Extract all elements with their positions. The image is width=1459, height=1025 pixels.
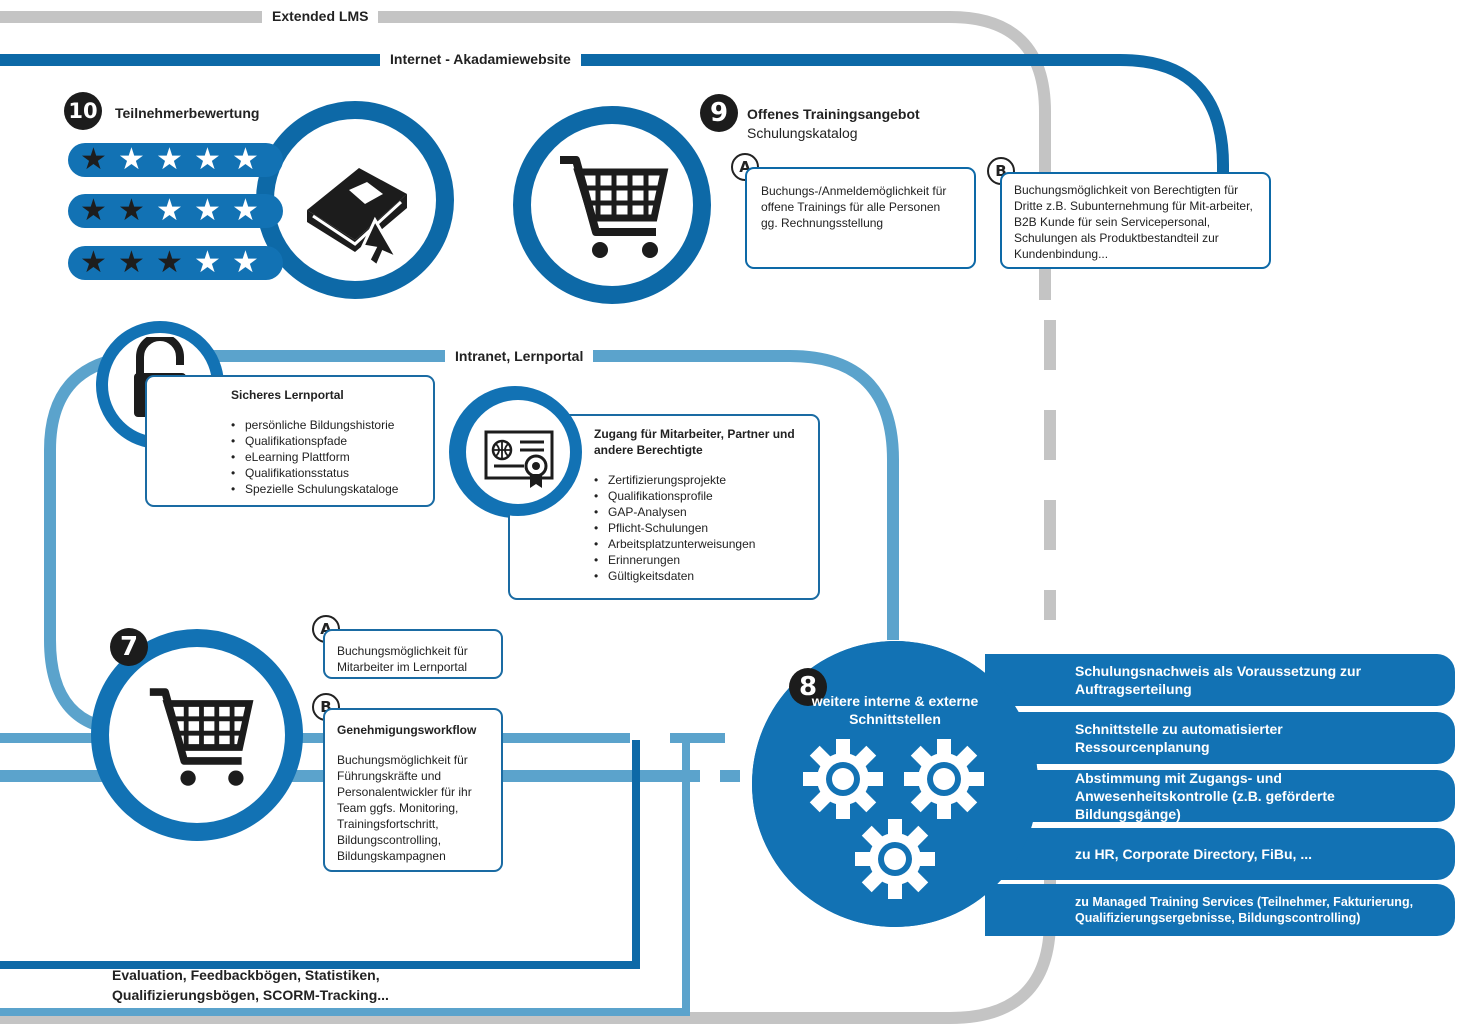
star-icon: ★ <box>80 142 107 177</box>
interface-panel-5: zu Managed Training Services (Teilnehmer… <box>985 884 1455 936</box>
list-item: Gültigkeitsdaten <box>594 568 804 584</box>
rating-bar-2 <box>68 194 283 228</box>
s10-title: Teilnehmerbewertung <box>115 105 260 121</box>
star-icon: ★ <box>232 245 259 280</box>
s7-b-text: Buchungsmöglichkeit für Führungskräfte u… <box>337 753 472 863</box>
shopping-cart-icon <box>560 156 669 258</box>
gear-icon <box>854 818 936 905</box>
star-icon: ★ <box>118 245 145 280</box>
step-number-10: 10 <box>64 92 102 130</box>
list-item: eLearning Plattform <box>231 449 421 465</box>
list-item: Zertifizierungsprojekte <box>594 472 804 488</box>
s9-b-box: Buchungsmöglichkeit von Berechtigten für… <box>1000 172 1271 269</box>
rating-bar-3 <box>68 246 283 280</box>
list-item: Spezielle Schulungskataloge <box>231 481 421 497</box>
list-item: GAP-Analysen <box>594 504 804 520</box>
access-title: Zugang für Mitarbeiter, Partner und ande… <box>594 427 795 457</box>
list-item: Qualifikationsstatus <box>231 465 421 481</box>
interface-panel-text: zu HR, Corporate Directory, FiBu, ... <box>1075 846 1312 862</box>
interface-panel-text: Schnittstelle zu automatisierter Ressour… <box>1075 721 1283 755</box>
interface-panel-4: zu HR, Corporate Directory, FiBu, ... <box>985 828 1455 880</box>
interface-panel-2: Schnittstelle zu automatisierter Ressour… <box>985 712 1455 764</box>
lane-label-extended-lms: Extended LMS <box>262 8 379 24</box>
s7-a-text: Buchungsmöglichkeit für Mitarbeiter im L… <box>337 644 468 674</box>
star-icon: ★ <box>194 245 221 280</box>
star-icon: ★ <box>232 142 259 177</box>
interface-panel-1: Schulungsnachweis als Voraussetzung zur … <box>985 654 1455 706</box>
bottom-caption: Evaluation, Feedbackbögen, Statistiken, … <box>112 967 389 1003</box>
s8-title: weitere interne & externe Schnittstellen <box>811 693 979 727</box>
s9-subtitle: Schulungskatalog <box>747 125 858 141</box>
interface-panel-text: Abstimmung mit Zugangs- und Anwesenheits… <box>1075 770 1335 822</box>
lane-label-intranet: Intranet, Lernportal <box>445 348 594 364</box>
interface-panel-3: Abstimmung mit Zugangs- und Anwesenheits… <box>985 770 1455 822</box>
star-icon: ★ <box>194 193 221 228</box>
secure-portal-box: Sicheres Lernportal persönliche Bildungs… <box>145 375 435 507</box>
s7-b-box: Genehmigungsworkflow Buchungsmöglichkeit… <box>323 708 503 872</box>
star-icon: ★ <box>194 142 221 177</box>
star-icon: ★ <box>156 193 183 228</box>
step-number-8: 8 <box>789 668 827 706</box>
s7-b-title: Genehmigungsworkflow <box>337 723 477 737</box>
book-cursor-icon <box>307 168 407 269</box>
interface-panel-text: Schulungsnachweis als Voraussetzung zur … <box>1075 663 1362 697</box>
star-icon: ★ <box>118 193 145 228</box>
list-item: Pflicht-Schulungen <box>594 520 804 536</box>
certificate-icon <box>484 430 554 488</box>
s7-a-box: Buchungsmöglichkeit für Mitarbeiter im L… <box>323 629 503 679</box>
list-item: Qualifikationsprofile <box>594 488 804 504</box>
step-number-7: 7 <box>110 628 148 666</box>
lane-label-internet: Internet - Akadamiewebsite <box>380 51 581 67</box>
star-icon: ★ <box>156 142 183 177</box>
s9-b-text: Buchungsmöglichkeit von Berechtigten für… <box>1014 183 1253 261</box>
secure-portal-title: Sicheres Lernportal <box>231 388 344 402</box>
star-icon: ★ <box>80 245 107 280</box>
shopping-cart-icon <box>149 688 254 786</box>
star-icon: ★ <box>118 142 145 177</box>
s9-title: Offenes Trainingsangebot <box>747 106 920 122</box>
access-box: Zugang für Mitarbeiter, Partner und ande… <box>508 414 820 600</box>
star-icon: ★ <box>156 245 183 280</box>
gear-icon <box>803 739 883 819</box>
s9-a-text: Buchungs-/Anmeldemöglichkeit für offene … <box>761 184 947 230</box>
step-number-9: 9 <box>700 94 738 132</box>
rating-bar-1 <box>68 143 283 177</box>
list-item: Qualifikationspfade <box>231 433 421 449</box>
list-item: Erinnerungen <box>594 552 804 568</box>
gear-icon <box>903 738 985 825</box>
star-icon: ★ <box>80 193 107 228</box>
list-item: Arbeitsplatzunterweisungen <box>594 536 804 552</box>
star-icon: ★ <box>232 193 259 228</box>
interface-panel-text: zu Managed Training Services (Teilnehmer… <box>1075 895 1414 925</box>
list-item: persönliche Bildungshistorie <box>231 417 421 433</box>
s9-a-box: Buchungs-/Anmeldemöglichkeit für offene … <box>745 167 976 269</box>
